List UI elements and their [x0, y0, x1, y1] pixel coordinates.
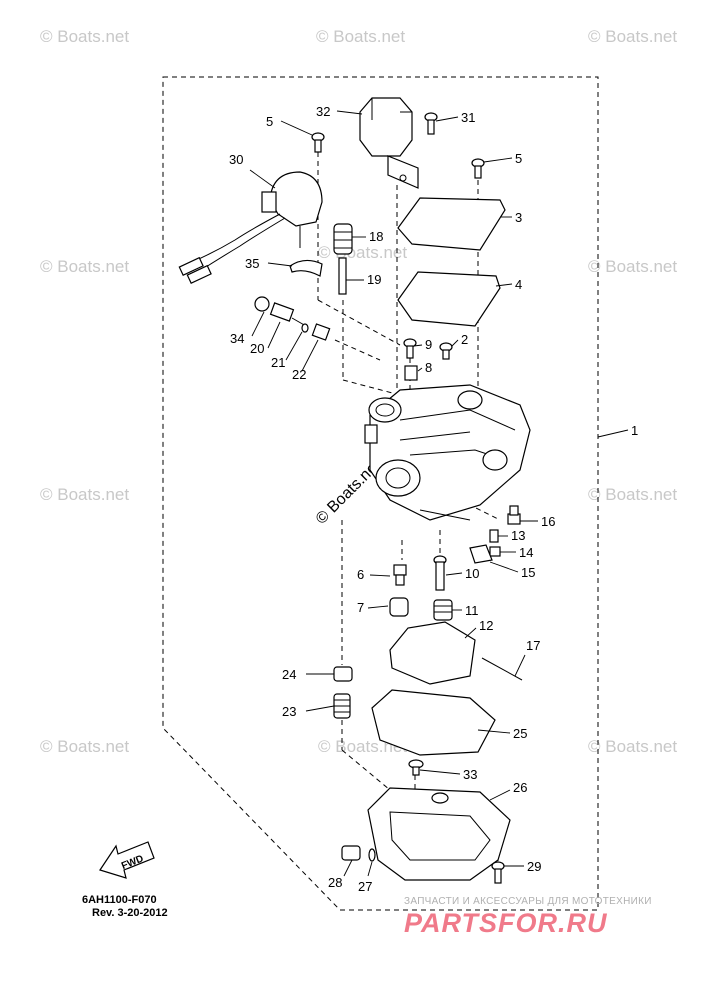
part-20-screw	[269, 302, 307, 327]
callout-8: 8	[425, 360, 432, 375]
part-8-spring	[404, 365, 418, 381]
watermarks: © Boats.net © Boats.net © Boats.net © Bo…	[40, 27, 677, 756]
watermark: © Boats.net	[40, 27, 129, 46]
callout-24: 24	[282, 667, 296, 682]
watermark: © Boats.net	[316, 27, 405, 46]
callout-11: 11	[465, 603, 479, 618]
callout-9: 9	[425, 337, 432, 352]
callout-28: 28	[328, 875, 342, 890]
part-11-spring	[433, 599, 453, 621]
part-13-jet	[489, 529, 499, 543]
part-27-o-ring	[368, 848, 376, 862]
callout-3: 3	[515, 210, 522, 225]
callout-19: 19	[367, 272, 381, 287]
callout-23: 23	[282, 704, 296, 719]
part-26-float-bowl	[367, 787, 511, 881]
callout-6: 6	[357, 567, 364, 582]
part-30-sensor	[178, 171, 323, 284]
part-24-cap	[333, 666, 353, 682]
diagram-revision-date: Rev. 3-20-2012	[92, 907, 168, 919]
part-1-carburetor-body	[364, 384, 531, 521]
callout-13: 13	[511, 528, 525, 543]
callout-35: 35	[245, 256, 259, 271]
callout-22: 22	[292, 367, 306, 382]
ad-logo: PARTSFOR.RU	[404, 908, 608, 938]
callout-21: 21	[271, 355, 285, 370]
part-31-screw	[424, 112, 438, 135]
callout-14: 14	[519, 545, 533, 560]
part-16-screw	[507, 505, 521, 525]
fwd-arrow: FWD	[99, 841, 155, 879]
leader-lines	[249, 110, 629, 877]
watermark: © Boats.net	[40, 257, 129, 276]
callout-12: 12	[479, 618, 493, 633]
callout-20: 20	[250, 341, 264, 356]
ad-tagline: ЗАПЧАСТИ И АКСЕССУАРЫ ДЛЯ МОТОТЕХНИКИ	[404, 896, 652, 907]
part-18-spring	[333, 223, 353, 255]
callout-1: 1	[631, 423, 638, 438]
callout-33: 33	[463, 767, 477, 782]
part-4-gasket	[397, 271, 501, 327]
callout-18: 18	[369, 229, 383, 244]
callout-17: 17	[526, 638, 540, 653]
part-19-rod	[338, 257, 347, 295]
part-10-nozzle	[433, 555, 447, 591]
part-22-spring	[311, 323, 331, 341]
part-15-plate	[469, 544, 493, 564]
callout-30: 30	[229, 152, 243, 167]
watermark: © Boats.net	[588, 257, 677, 276]
part-9-screw	[403, 338, 417, 359]
callout-27: 27	[358, 879, 372, 894]
watermark: © Boats.net	[588, 485, 677, 504]
callout-34: 34	[230, 331, 244, 346]
callout-29: 29	[527, 859, 541, 874]
part-7-plug	[389, 597, 409, 617]
watermark: © Boats.net	[40, 485, 129, 504]
assembly-boundary	[162, 76, 599, 911]
part-3-cover	[397, 197, 506, 251]
watermark: © Boats.net	[588, 27, 677, 46]
callout-10: 10	[465, 566, 479, 581]
part-14-nut	[489, 546, 501, 557]
part-23-spring	[333, 693, 351, 719]
watermark: © Boats.net	[40, 737, 129, 756]
partsfor-ad-overlay: ЗАПЧАСТИ И АКСЕССУАРЫ ДЛЯ МОТОТЕХНИКИ PA…	[404, 896, 652, 938]
callout-5: 5	[515, 151, 522, 166]
part-32-bracket	[359, 97, 419, 189]
part-6-main-jet	[393, 564, 407, 586]
callout-25: 25	[513, 726, 527, 741]
part-33-screw	[408, 759, 424, 776]
watermark: © Boats.net	[588, 737, 677, 756]
part-35-clip	[289, 259, 323, 277]
part-28-drain-screw	[341, 845, 361, 861]
part-25-gasket	[371, 689, 496, 756]
callout-31: 31	[461, 110, 475, 125]
callouts: 1 2 3 4 5 5 6 7 8 9 10 11 12 13 14 15 16…	[229, 104, 638, 894]
callout-5: 5	[266, 114, 273, 129]
part-2-screw	[439, 342, 453, 360]
part-34-cap	[254, 296, 270, 312]
callout-15: 15	[521, 565, 535, 580]
watermark: © Boats.net	[318, 243, 407, 262]
callout-4: 4	[515, 277, 522, 292]
part-5-screw	[471, 158, 485, 179]
callout-16: 16	[541, 514, 555, 529]
part-5-screw	[311, 132, 325, 153]
diagram-reference-code: 6AH1100-F070	[82, 894, 157, 906]
part-17-float-pin	[481, 657, 523, 681]
part-29-screw	[491, 861, 505, 884]
callout-2: 2	[461, 332, 468, 347]
callout-7: 7	[357, 600, 364, 615]
callout-26: 26	[513, 780, 527, 795]
part-21-o-ring	[301, 323, 309, 333]
part-12-float	[389, 621, 476, 685]
callout-32: 32	[316, 104, 330, 119]
